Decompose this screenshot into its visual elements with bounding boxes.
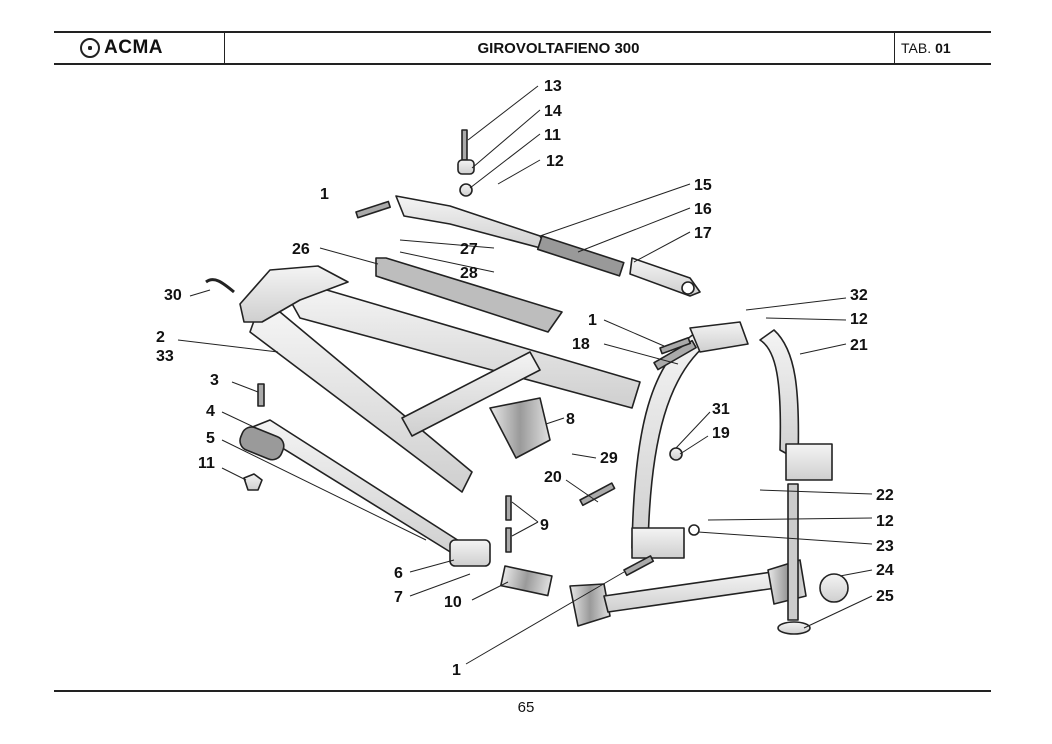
logo-text: ACMA — [104, 37, 163, 58]
parts — [205, 129, 849, 635]
bolt-18 — [653, 339, 697, 371]
callout-15: 15 — [694, 177, 712, 194]
callout-19: 19 — [712, 425, 730, 442]
bolt-13 — [461, 129, 468, 161]
callout-1: 1 — [452, 662, 461, 679]
arch-support-rear — [759, 329, 800, 461]
callout-17: 17 — [694, 225, 712, 242]
callout-9: 9 — [540, 517, 549, 534]
pin-1-mid — [659, 336, 692, 355]
footer-rule — [54, 690, 991, 692]
callout-27: 27 — [460, 241, 478, 258]
bush-14 — [457, 159, 475, 175]
callout-14: 14 — [544, 103, 562, 120]
table-reference: TAB.01 — [897, 33, 995, 63]
callout-12: 12 — [876, 513, 894, 530]
callout-8: 8 — [566, 411, 575, 428]
header-divider — [224, 33, 225, 63]
page-title: GIROVOLTAFIENO 300 — [477, 39, 640, 57]
nut-11 — [459, 183, 473, 197]
callout-22: 22 — [876, 487, 894, 504]
acma-logo: ACMA — [80, 33, 220, 63]
tube-sleeve — [239, 426, 285, 461]
splined-shaft — [500, 565, 553, 597]
pin-1-top — [355, 200, 391, 219]
callout-7: 7 — [394, 589, 403, 606]
page-header: ACMA GIROVOLTAFIENO 300 TAB.01 — [54, 31, 991, 65]
page-number: 65 — [517, 699, 535, 716]
callout-11: 11 — [198, 455, 215, 472]
arch-bracket-rear — [785, 443, 833, 481]
stand-leg — [787, 483, 799, 621]
tab-number: 01 — [935, 40, 951, 56]
callout-1: 1 — [320, 186, 329, 203]
bolt-20 — [579, 482, 616, 507]
pin-1-lower — [623, 555, 655, 577]
bell-cover — [489, 397, 551, 459]
callout-24: 24 — [876, 562, 894, 579]
callout-21: 21 — [850, 337, 868, 354]
cover-plate — [375, 257, 563, 333]
header-divider — [894, 33, 895, 63]
callout-10: 10 — [444, 594, 462, 611]
nut-11-lower — [243, 473, 263, 491]
top-clamp — [689, 321, 749, 353]
rod-spring — [536, 235, 625, 277]
callout-16: 16 — [694, 201, 712, 218]
callout-6: 6 — [394, 565, 403, 582]
pin-9a — [505, 495, 512, 521]
callout-18: 18 — [572, 336, 590, 353]
callout-13: 13 — [544, 78, 562, 95]
callout-12: 12 — [546, 153, 564, 170]
pto-yoke — [819, 573, 849, 603]
leader-lines — [177, 85, 873, 665]
pto-tube — [603, 571, 777, 613]
stand-foot — [777, 621, 811, 635]
callout-2: 2 — [156, 329, 165, 346]
callout-28: 28 — [460, 265, 478, 282]
frame-mount-plate — [239, 265, 349, 323]
callout-labels: 13 14 11 12 1 15 16 17 26 27 28 30 2 33 … — [156, 78, 894, 679]
handle-30 — [205, 278, 235, 294]
pin-9b — [505, 527, 512, 553]
callout-12: 12 — [850, 311, 868, 328]
tab-prefix: TAB. — [901, 40, 932, 56]
callout-29: 29 — [600, 450, 618, 467]
callout-32: 32 — [850, 287, 868, 304]
washer-23 — [688, 524, 700, 536]
pto-boot-right — [767, 559, 807, 605]
pto-boot-left — [569, 583, 611, 627]
callout-31: 31 — [712, 401, 730, 418]
callout-11: 11 — [544, 127, 561, 144]
callout-26: 26 — [292, 241, 310, 258]
callout-30: 30 — [164, 287, 182, 304]
callout-20: 20 — [544, 469, 562, 486]
flange — [449, 539, 491, 567]
callout-1: 1 — [588, 312, 597, 329]
callout-4: 4 — [206, 403, 215, 420]
callout-25: 25 — [876, 588, 894, 605]
callout-33: 33 — [156, 348, 174, 365]
callout-5: 5 — [206, 430, 215, 447]
arch-bracket — [631, 527, 685, 559]
callout-3: 3 — [210, 372, 219, 389]
bolt-3 — [257, 383, 265, 407]
acma-emblem-icon — [80, 38, 100, 58]
callout-23: 23 — [876, 538, 894, 555]
frame-cross-member — [401, 351, 541, 437]
